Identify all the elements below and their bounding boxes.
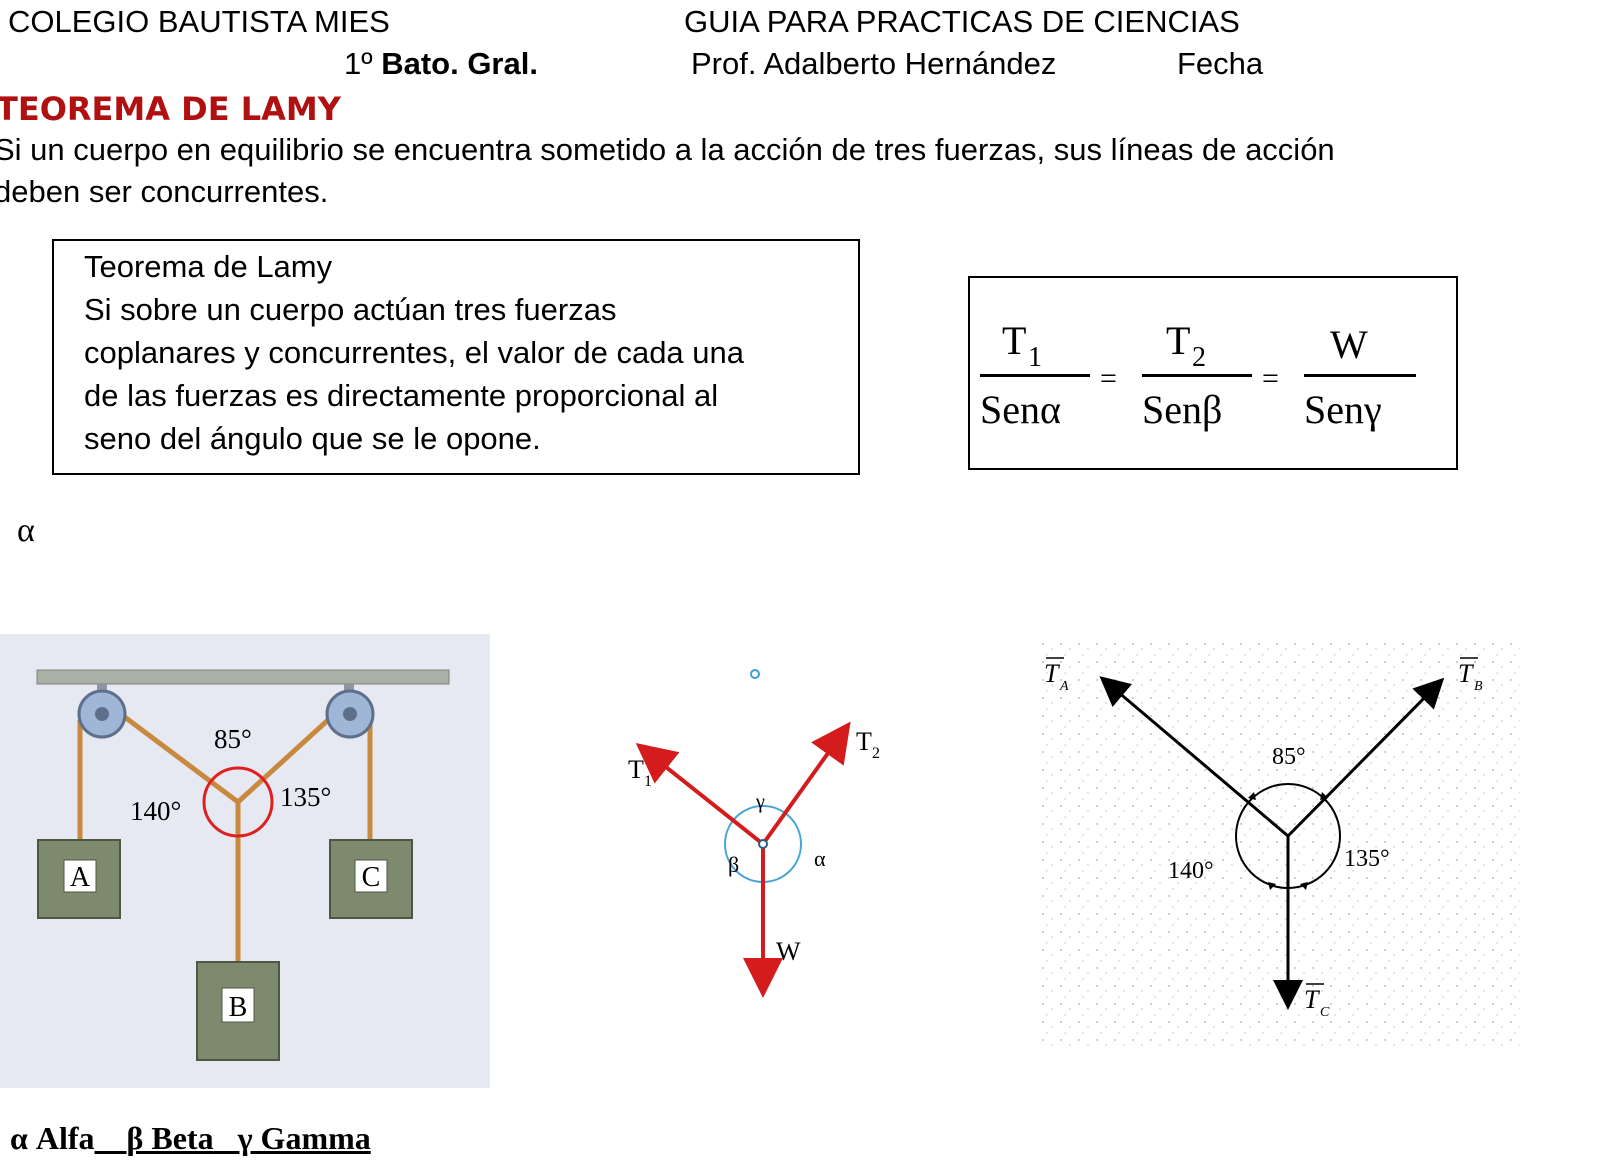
alpha-label: α — [814, 846, 826, 871]
fraction-bar-1 — [980, 374, 1090, 377]
angle-label-85: 85° — [1272, 744, 1306, 770]
angle-label-135: 135° — [1344, 846, 1390, 872]
intro-line-1: Si un cuerpo en equilibrio se encuentra … — [0, 132, 1335, 167]
definition-line: coplanares y concurrentes, el valor de c… — [84, 335, 745, 370]
pulley-left-axle — [95, 707, 109, 721]
greek-legend: α Alfa β Beta γ Gamma — [10, 1120, 371, 1157]
ta-arrow — [1099, 676, 1289, 838]
beta-label: β — [728, 852, 739, 877]
formula-num-2: T — [1166, 318, 1190, 363]
tb-arrow — [1286, 677, 1445, 838]
lamy-formula: T 1 Senα = T 2 Senβ = W Senγ — [980, 318, 1416, 432]
pulley-figure: A C B 85° 140° 135° — [0, 634, 490, 1088]
tc-subscript: C — [1320, 1005, 1330, 1020]
block-c-label: C — [362, 862, 381, 893]
angle-label-140: 140° — [1168, 858, 1214, 884]
section-title: TEOREMA DE LAMY — [0, 90, 341, 128]
decorative-symbol-icon — [750, 669, 760, 679]
force-diagram-t1-t2-w: T 1 T 2 W γ β α — [628, 669, 880, 998]
legend-beta: β Beta — [126, 1120, 214, 1156]
block-c: C — [329, 839, 413, 919]
t1-arrow — [635, 743, 765, 846]
formula-num-3: W — [1330, 322, 1368, 367]
stray-alpha-symbol: α — [17, 512, 35, 549]
fraction-bar-2 — [1142, 374, 1252, 377]
school-name: COLEGIO BAUTISTA MIES — [8, 4, 390, 39]
ta-subscript: A — [1059, 679, 1069, 694]
block-b-label: B — [229, 992, 248, 1023]
ceiling-beam — [36, 669, 450, 685]
grade-label: 1º Bato. Gral. — [344, 46, 538, 82]
formula-den-1: Senα — [980, 387, 1061, 432]
t2-label: T — [856, 727, 872, 756]
equals-2: = — [1262, 362, 1279, 395]
equals-1: = — [1100, 362, 1117, 395]
w-label: W — [776, 937, 801, 966]
arc-arrowhead — [1300, 882, 1308, 890]
t2-arrow — [761, 721, 851, 846]
angle-circle — [202, 766, 274, 838]
t2-subscript: 2 — [872, 745, 880, 762]
vector-diagram-ta-tb-tc: T A T B T C 85° 140° 135° — [1040, 640, 1520, 1050]
block-a-label: A — [70, 862, 91, 893]
arc-arrowhead — [1268, 882, 1276, 890]
definition-line: de las fuerzas es directamente proporcio… — [84, 378, 719, 413]
formula-box: T 1 Senα = T 2 Senβ = W Senγ — [968, 276, 1458, 470]
t1-subscript: 1 — [644, 773, 652, 790]
angle-label-135: 135° — [280, 782, 331, 812]
t1-label: T — [628, 755, 644, 784]
grade-value: Bato. Gral. — [381, 46, 538, 81]
scanned-texture — [1040, 640, 1520, 1050]
block-a: A — [37, 839, 121, 919]
legend-alpha: α Alfa — [10, 1120, 95, 1156]
pulley-right-axle — [343, 707, 357, 721]
ta-label: T — [1044, 659, 1060, 688]
guide-title: GUIA PARA PRACTICAS DE CIENCIAS — [684, 4, 1240, 39]
legend-gamma: γ Gamma — [237, 1120, 371, 1156]
angle-label-85: 85° — [214, 724, 252, 754]
tb-subscript: B — [1474, 679, 1483, 694]
angle-label-140: 140° — [130, 796, 181, 826]
gamma-label: γ — [755, 791, 765, 813]
formula-den-2: Senβ — [1142, 387, 1222, 432]
formula-sub-2: 2 — [1192, 342, 1206, 373]
fraction-bar-3 — [1304, 374, 1416, 377]
formula-den-3: Senγ — [1304, 387, 1382, 432]
arc-arrowhead — [1248, 792, 1256, 800]
teacher-name: Prof. Adalberto Hernández — [691, 46, 1057, 81]
arc-arrowhead — [1320, 792, 1328, 800]
definition-line: seno del ángulo que se le opone. — [84, 421, 541, 456]
tc-label: T — [1304, 985, 1320, 1014]
definition-line: Si sobre un cuerpo actúan tres fuerzas — [84, 292, 617, 327]
intro-line-2: deben ser concurrentes. — [0, 174, 329, 209]
definition-line: Teorema de Lamy — [84, 249, 333, 284]
block-b: B — [196, 961, 280, 1061]
concurrency-point — [758, 839, 768, 849]
formula-sub-1: 1 — [1028, 342, 1042, 373]
formula-num-1: T — [1002, 318, 1026, 363]
grade-prefix: 1º — [344, 46, 373, 81]
date-label: Fecha — [1177, 46, 1264, 81]
tb-label: T — [1458, 659, 1474, 688]
definition-box: Teorema de Lamy Si sobre un cuerpo actúa… — [52, 239, 860, 475]
